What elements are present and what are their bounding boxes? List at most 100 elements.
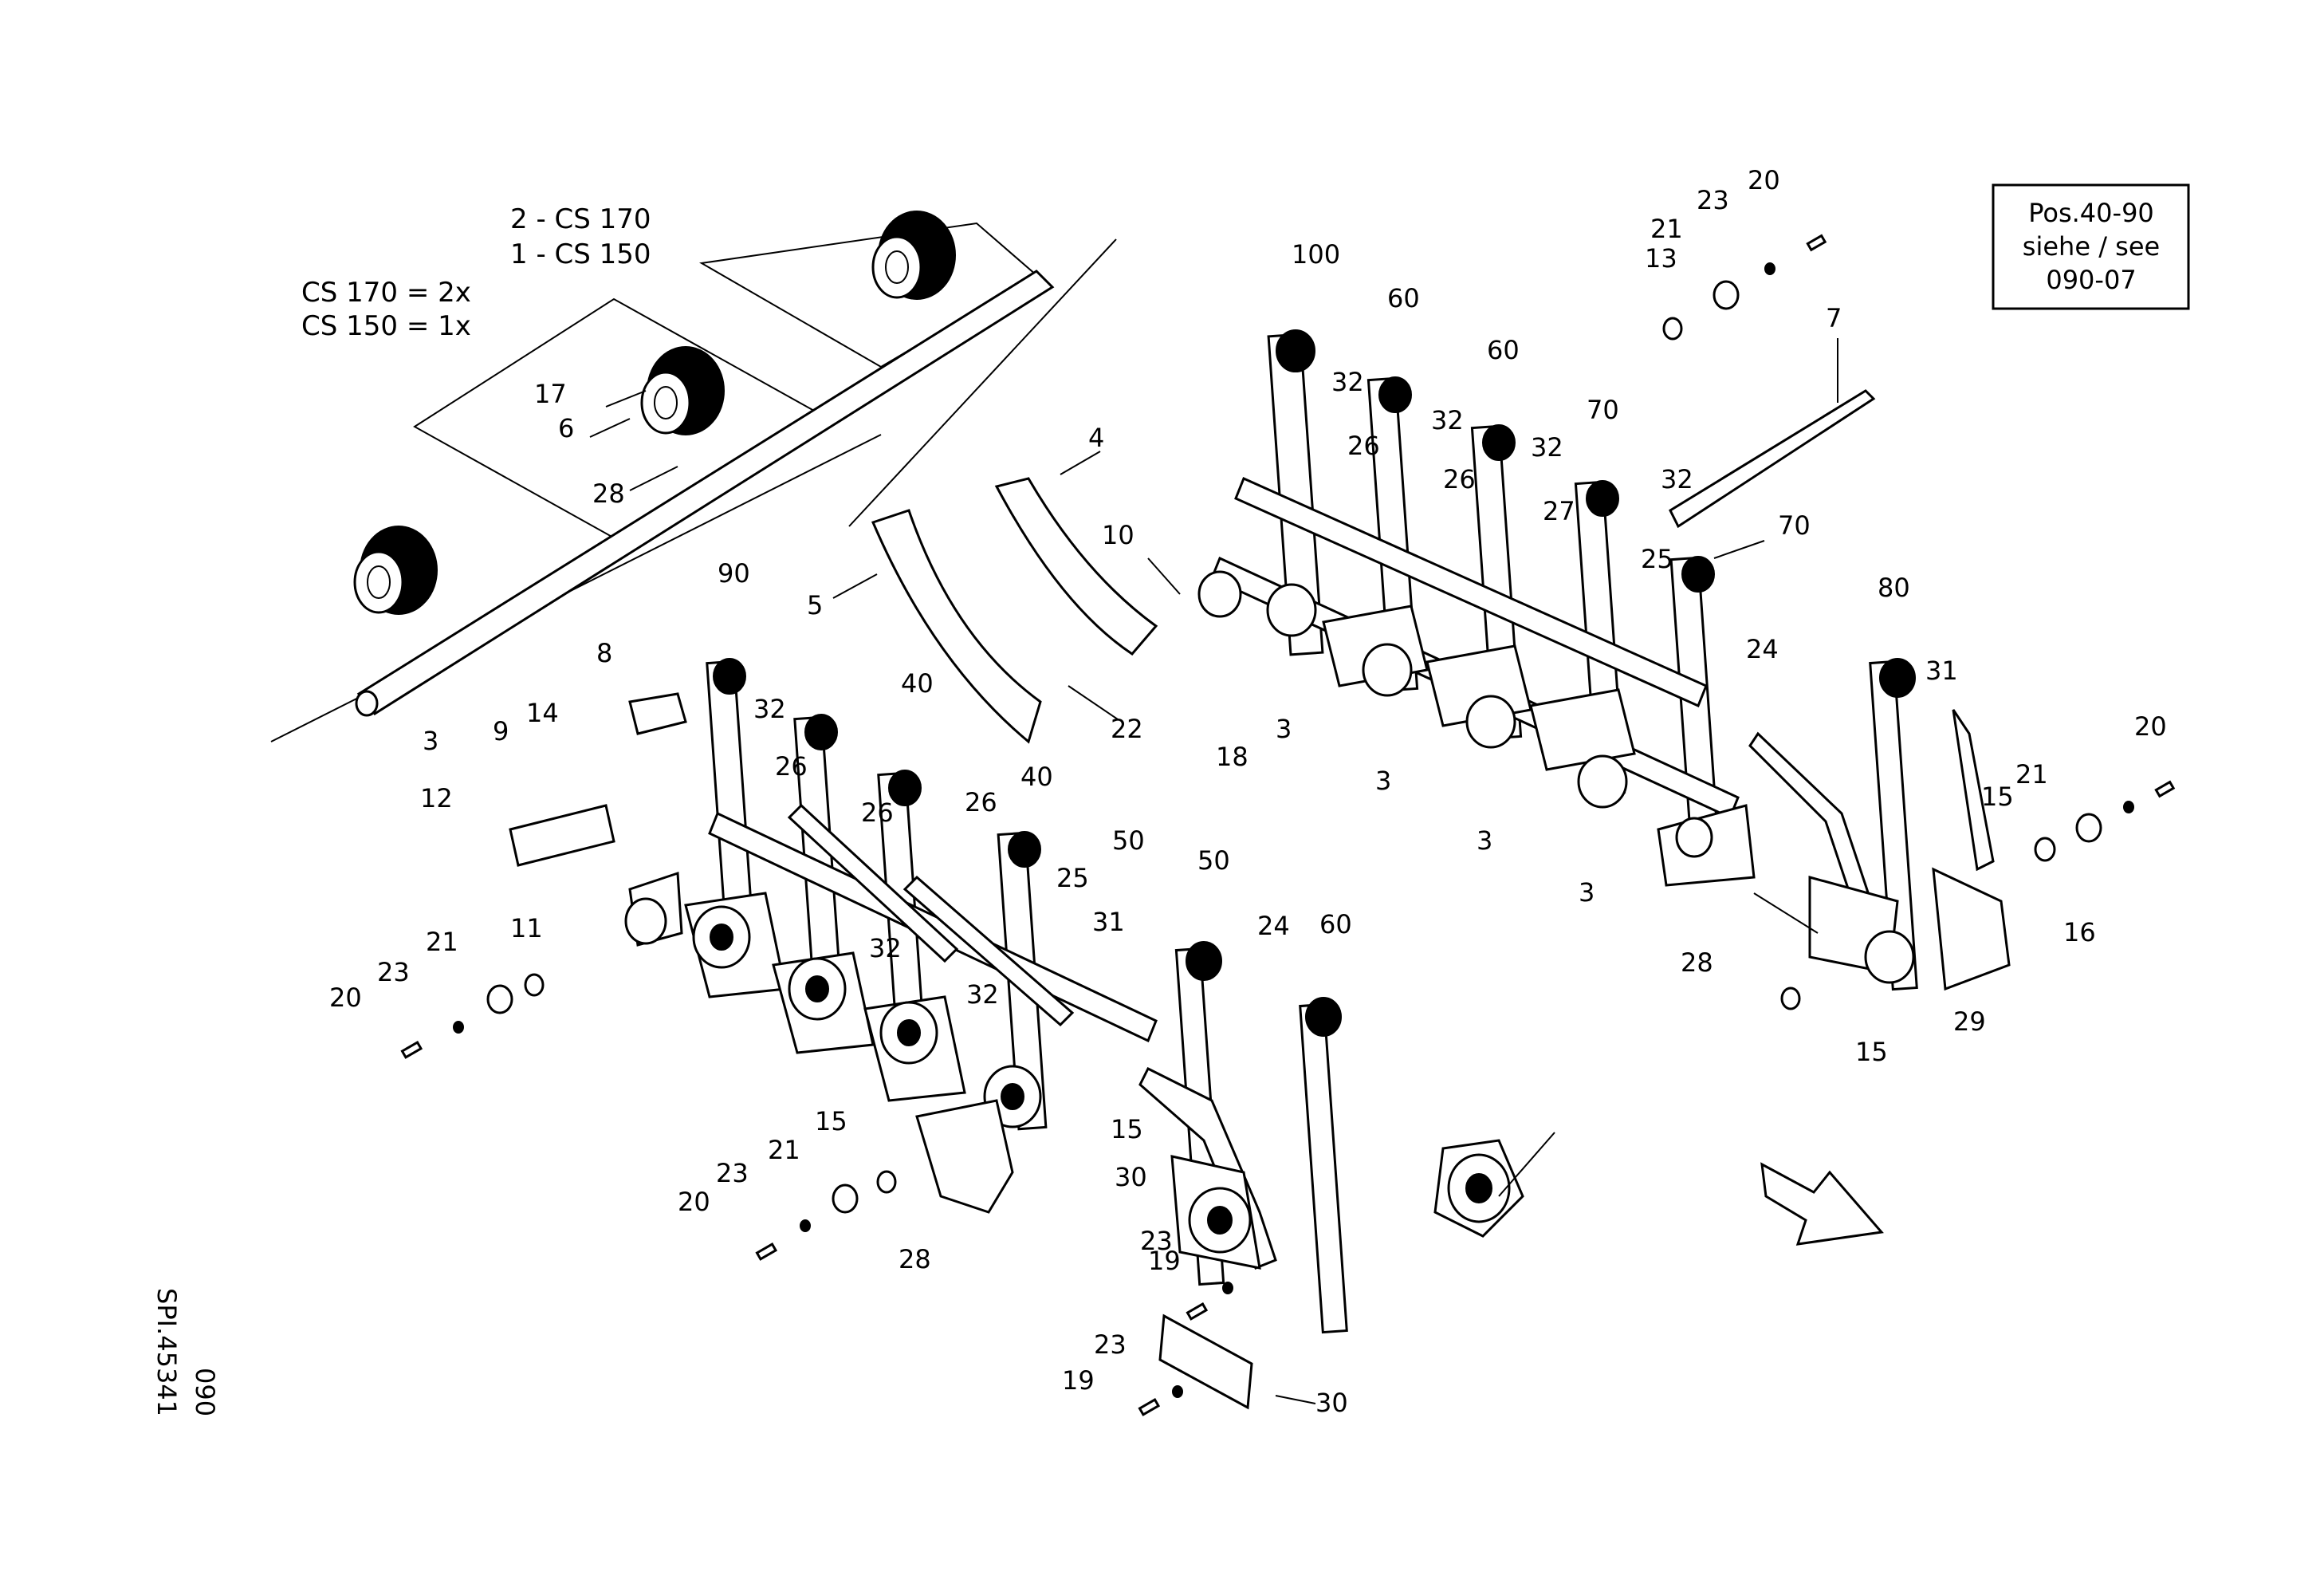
callout-29: 3 [423, 726, 438, 756]
callout-4: 4 [1088, 423, 1104, 453]
callout-3: 30 [1315, 1388, 1348, 1418]
callout-40: 50 [1112, 825, 1145, 856]
callout-32: 32 [753, 694, 786, 724]
callout-23: 23 [1697, 185, 1729, 215]
callout-32: 32 [869, 933, 902, 963]
callout-32: 32 [1331, 367, 1364, 397]
callout-16: 16 [2063, 917, 2096, 947]
callout-21: 21 [768, 1135, 800, 1165]
bearing-100 [1433, 1139, 1524, 1238]
callout-50: 60 [1319, 909, 1352, 939]
callout-24: 24 [1746, 634, 1779, 664]
left-lever-bank [624, 658, 1158, 1131]
callout-60: 60 [1487, 335, 1520, 365]
center-side-plate-assembly [1138, 941, 1348, 1334]
callout-12: 12 [420, 783, 453, 813]
callout-7: 7 [1826, 303, 1842, 333]
roller [640, 346, 725, 435]
callout-9: 9 [493, 716, 509, 746]
callout-27: 28 [592, 478, 625, 509]
roller [353, 526, 438, 615]
callout-20: 20 [329, 983, 362, 1013]
roller-assembly [270, 211, 1117, 742]
callout-28: 28 [1681, 947, 1713, 978]
fastener-stack-left [400, 973, 545, 1059]
callout-6: 6 [558, 413, 574, 443]
callout-90: 100 [1292, 239, 1340, 270]
callout-20: 20 [678, 1187, 710, 1217]
guide-plate-4 [994, 477, 1158, 656]
callout-8: 8 [596, 638, 612, 668]
callout-30: 31 [1925, 656, 1958, 686]
drawing-code: SPI.45341 [151, 1288, 182, 1416]
bracket-28 [915, 1099, 1014, 1214]
callout-32: 32 [966, 979, 999, 1010]
callout-18: 18 [1216, 742, 1249, 772]
callout-17: 17 [534, 379, 567, 409]
callout-3: 3 [1276, 714, 1292, 744]
fastener-stack-right [2034, 780, 2176, 862]
callout-20: 20 [1748, 165, 1780, 195]
callout-32: 32 [1431, 405, 1464, 435]
callout-11: 11 [510, 913, 543, 943]
right-lever-bank [1197, 329, 1756, 887]
callout-60: 60 [1387, 283, 1420, 313]
callout-21: 21 [426, 927, 458, 957]
drawing-code-sheet: 090 [190, 1368, 220, 1416]
roller [871, 211, 956, 300]
plate-3 [1158, 1313, 1253, 1410]
sensor-plate-12 [509, 804, 615, 867]
callout-21: 21 [1650, 214, 1683, 244]
callout-15: 15 [1981, 782, 2014, 812]
shaft-7 [1669, 389, 1876, 529]
callout-3: 3 [1375, 766, 1391, 796]
callout-31: 31 [1092, 907, 1125, 937]
callout-40: 40 [1020, 762, 1053, 792]
leader-lines [589, 338, 1838, 1404]
callout-23: 23 [716, 1158, 749, 1188]
callout-50: 50 [1197, 845, 1230, 876]
callout-60: 70 [1587, 395, 1619, 425]
callout-13: 13 [1645, 243, 1677, 274]
callout-26: 27 [1543, 496, 1575, 526]
reference-box-line-1: Pos.40-90 [2028, 198, 2154, 228]
callout-23: 23 [1094, 1329, 1127, 1360]
variant-note-1: 2 - CS 170 [510, 203, 651, 235]
quantity-note-2: CS 150 = 1x [301, 310, 471, 342]
callout-26: 26 [775, 751, 808, 782]
callout-5: 5 [807, 590, 823, 620]
callout-40: 40 [901, 668, 934, 699]
callout-15: 15 [815, 1106, 847, 1136]
callout-19: 19 [1062, 1365, 1095, 1396]
reference-box: Pos.40-90 siehe / see 090-07 [1992, 183, 2190, 310]
callout-26: 26 [861, 798, 894, 828]
direction-arrow [1760, 1162, 1884, 1246]
callout-10: 10 [1102, 520, 1134, 550]
variant-note-2: 1 - CS 150 [510, 238, 651, 270]
callout-26: 26 [1443, 464, 1476, 494]
callout-26: 26 [1347, 431, 1380, 461]
quantity-note-1: CS 170 = 2x [301, 277, 471, 309]
callout-24: 24 [1257, 911, 1290, 941]
pin-8 [628, 692, 687, 735]
callout-14: 14 [526, 698, 559, 728]
callout-21: 21 [2015, 759, 2048, 790]
right-side-plate-assembly [1748, 658, 2011, 991]
fastener-stack-bottom-left [755, 1170, 897, 1261]
washer-15 [1780, 987, 1801, 1010]
fastener-stack-top-right [1662, 234, 1827, 341]
reference-box-line-2: siehe / see [2023, 231, 2160, 262]
callout-31: 32 [1661, 464, 1693, 494]
callout-25: 25 [1641, 544, 1673, 574]
reference-box-line-3: 090-07 [2046, 265, 2136, 295]
callout-23: 23 [1140, 1226, 1173, 1256]
callout-28: 28 [899, 1244, 931, 1274]
callout-3: 3 [1579, 877, 1595, 908]
callout-30: 30 [1115, 1162, 1147, 1192]
callout-15: 15 [1111, 1114, 1143, 1144]
callout-70: 80 [1878, 573, 1910, 603]
callout-19: 19 [1148, 1246, 1181, 1276]
shaft-end [355, 690, 379, 717]
callout-25: 25 [1056, 863, 1089, 893]
